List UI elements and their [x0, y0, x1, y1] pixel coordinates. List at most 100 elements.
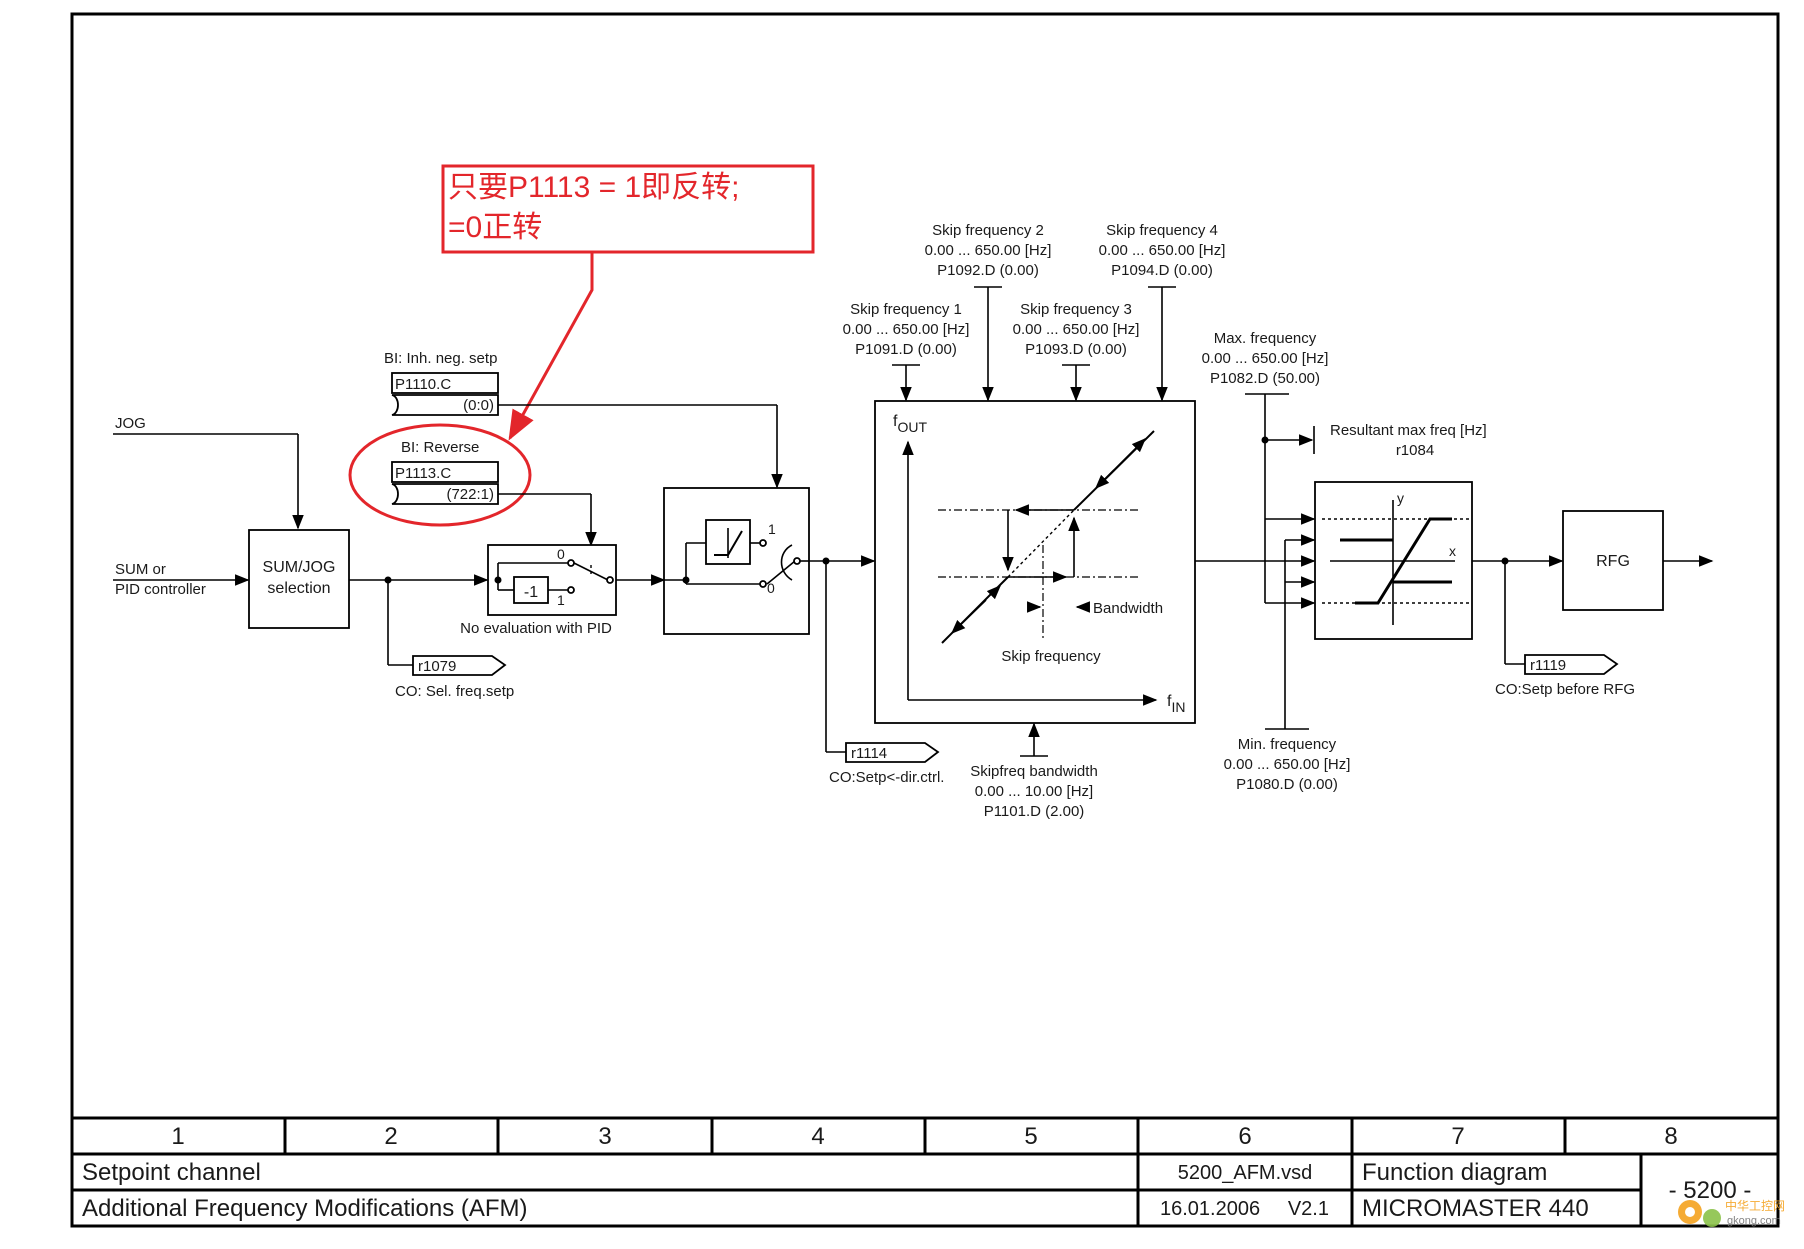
sum-input-label-2: PID controller — [115, 581, 206, 598]
neg-limit-block — [663, 487, 810, 635]
annotation-arrow — [508, 252, 594, 441]
inh-neg-value: (0:0) — [463, 397, 494, 414]
curve-arrow-up1 — [986, 584, 1002, 600]
limiter-y-label: y — [1397, 490, 1404, 506]
limit-pos-0: 0 — [767, 580, 775, 596]
reverse-param-box — [391, 461, 499, 483]
minfreq-param: P1080.D (0.00) — [1236, 776, 1338, 793]
r1079-label: CO: Sel. freq.setp — [395, 683, 514, 700]
reverse-value-box — [391, 483, 499, 505]
r1114-label: CO:Setp<-dir.ctrl. — [829, 769, 944, 786]
r1119-param: r1119 — [1530, 657, 1566, 674]
switch-contact-0 — [567, 559, 575, 567]
footer-title-1: Setpoint channel — [82, 1159, 261, 1186]
maxfreq-param: P1082.D (50.00) — [1210, 370, 1320, 387]
skip-frequency-block — [874, 400, 1196, 724]
r1079-connector — [412, 655, 507, 676]
identity-dotted — [1007, 509, 1075, 578]
skip1-range: 0.00 ... 650.00 [Hz] — [843, 321, 970, 338]
resultant-title: Resultant max freq [Hz] — [1330, 422, 1487, 439]
footer-product: MICROMASTER 440 — [1362, 1195, 1589, 1222]
inh-neg-title: BI: Inh. neg. setp — [384, 350, 497, 367]
skip1-param: P1091.D (0.00) — [855, 341, 957, 358]
limit-pos-1: 1 — [768, 521, 776, 537]
skip4-title: Skip frequency 4 — [1106, 222, 1218, 239]
sumjog-label-2: selection — [267, 580, 330, 597]
reverse-title: BI: Reverse — [401, 439, 479, 456]
skip2-param: P1092.D (0.00) — [937, 262, 1039, 279]
r1079-param: r1079 — [418, 658, 456, 675]
watermark-cn: 中华工控网 — [1725, 1198, 1785, 1213]
skip2-range: 0.00 ... 650.00 [Hz] — [925, 242, 1052, 259]
fin-label: fIN — [1167, 693, 1185, 715]
r1119-connector — [1524, 654, 1619, 675]
col-num-1: 1 — [171, 1123, 184, 1150]
curve-arrow-down2 — [1094, 469, 1115, 490]
skip1-title: Skip frequency 1 — [850, 301, 962, 318]
watermark-url: gkong.com — [1727, 1215, 1781, 1227]
footer-date: 16.01.2006 — [1160, 1198, 1260, 1220]
limit-arc — [780, 544, 793, 581]
r1114-param: r1114 — [851, 745, 887, 762]
switch-contact-1 — [567, 586, 575, 594]
watermark-gear-small-icon — [1703, 1209, 1721, 1227]
col-num-7: 7 — [1451, 1123, 1464, 1150]
inh-neg-param: P1110.C — [395, 376, 451, 393]
r1114-connector — [845, 742, 940, 763]
limiter-x-label: x — [1449, 543, 1456, 559]
r1119-label: CO:Setp before RFG — [1495, 681, 1635, 698]
skip3-range: 0.00 ... 650.00 [Hz] — [1013, 321, 1140, 338]
switch-pos-1: 1 — [557, 592, 565, 608]
col-num-8: 8 — [1664, 1123, 1677, 1150]
switch-pos-0: 0 — [557, 546, 565, 562]
col-num-3: 3 — [598, 1123, 611, 1150]
reverse-highlight-ellipse — [348, 423, 532, 527]
resultant-param: r1084 — [1396, 442, 1434, 459]
inh-neg-param-box — [391, 372, 499, 394]
footer-version: V2.1 — [1288, 1198, 1329, 1220]
rfg-label: RFG — [1596, 553, 1630, 570]
footer-title-2: Additional Frequency Modifications (AFM) — [82, 1195, 528, 1222]
annotation-callout: 只要P1113 = 1即反转; =0正转 — [348, 164, 815, 527]
skipbw-title: Skipfreq bandwidth — [970, 763, 1098, 780]
reverse-switch-block — [487, 544, 617, 616]
skipbw-range: 0.00 ... 10.00 [Hz] — [975, 783, 1093, 800]
annotation-line1: 只要P1113 = 1即反转; — [448, 171, 740, 204]
skip3-title: Skip frequency 3 — [1020, 301, 1132, 318]
switch-output-contact — [606, 576, 614, 584]
footer-page-number: - 5200 - — [1669, 1177, 1752, 1204]
title-block: 1 2 3 4 5 6 7 8 Setpoint channel Additio… — [72, 1116, 1778, 1226]
sumjog-selection-block — [248, 529, 350, 629]
annotation-box — [441, 164, 815, 254]
skip-frequency-label: Skip frequency — [1001, 648, 1101, 665]
invert-label: -1 — [524, 584, 538, 601]
skip3-param: P1093.D (0.00) — [1025, 341, 1127, 358]
no-pid-note: No evaluation with PID — [460, 620, 612, 637]
sumjog-label-1: SUM/JOG — [263, 559, 336, 576]
switch-lever — [573, 562, 609, 581]
maxfreq-title: Max. frequency — [1214, 330, 1317, 347]
reverse-value: (722:1) — [446, 486, 494, 503]
minfreq-title: Min. frequency — [1238, 736, 1337, 753]
limit-out-contact — [793, 557, 801, 565]
skip4-param: P1094.D (0.00) — [1111, 262, 1213, 279]
skip2-title: Skip frequency 2 — [932, 222, 1044, 239]
col-num-6: 6 — [1238, 1123, 1251, 1150]
curve-arrow-down — [950, 599, 987, 635]
col-num-5: 5 — [1024, 1123, 1037, 1150]
jog-input-label: JOG — [115, 415, 146, 432]
rfg-block — [1562, 510, 1664, 611]
col-num-4: 4 — [811, 1123, 824, 1150]
limit-contact-1 — [759, 539, 767, 547]
fout-label: fOUT — [893, 413, 927, 435]
limiter-curve-minband — [1340, 538, 1452, 584]
col-num-2: 2 — [384, 1123, 397, 1150]
annotation-line2: =0正转 — [448, 211, 542, 244]
skipbw-param: P1101.D (2.00) — [984, 803, 1085, 820]
reverse-param: P1113.C — [395, 465, 451, 482]
minfreq-range: 0.00 ... 650.00 [Hz] — [1224, 756, 1351, 773]
bandwidth-label: Bandwidth — [1093, 600, 1163, 617]
limit-lever — [766, 560, 796, 585]
